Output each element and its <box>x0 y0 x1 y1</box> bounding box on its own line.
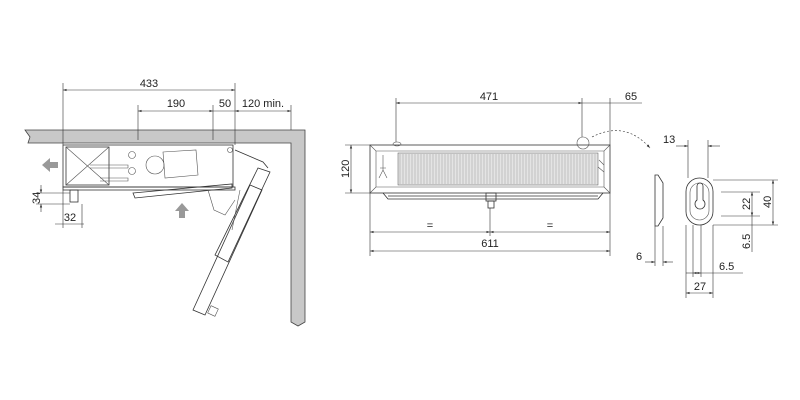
dim-34: 34 <box>31 192 43 204</box>
dim-22: 22 <box>741 198 753 210</box>
hinged-front-panel <box>192 149 271 317</box>
dim-13: 13 <box>663 134 675 146</box>
dim-32: 32 <box>64 212 76 224</box>
airflow-out-arrow <box>42 158 58 172</box>
dim-6-5-vertical: 6.5 <box>741 234 753 249</box>
dim-120-min: 120 min. <box>242 98 284 110</box>
dim-611: 611 <box>481 238 499 250</box>
airflow-in-arrow <box>175 203 189 218</box>
dim-27: 27 <box>694 281 706 293</box>
dim-6-5-horizontal: 6.5 <box>719 261 734 273</box>
fan-motor <box>145 155 165 175</box>
bracket-front <box>685 177 714 226</box>
dim-471: 471 <box>480 91 498 103</box>
heat-exchanger <box>65 146 110 186</box>
dim-50: 50 <box>219 98 231 110</box>
unit-base-rail <box>62 186 236 191</box>
front-view: 471 65 120 = = 611 <box>340 91 651 256</box>
dim-equal-right: = <box>547 220 553 232</box>
bracket-side-profile <box>654 174 664 227</box>
dim-equal-left: = <box>427 220 433 232</box>
grille <box>397 152 599 186</box>
dim-65: 65 <box>625 91 637 103</box>
bracket-detail: 6 13 40 22 6.5 6.5 27 <box>636 134 778 298</box>
drain-connector <box>485 192 497 202</box>
side-view: 433 190 50 120 min. 34 32 <box>24 78 306 327</box>
dim-40: 40 <box>762 196 774 208</box>
pipe-connector <box>69 189 79 203</box>
dim-6: 6 <box>636 251 642 263</box>
unit-body <box>62 144 234 188</box>
bracket-detail-callout <box>576 136 590 150</box>
wall-ceiling <box>24 129 306 327</box>
dim-190: 190 <box>167 98 185 110</box>
keyhole-slot <box>694 182 706 210</box>
dim-120: 120 <box>340 160 352 178</box>
outlet-louver <box>132 183 233 199</box>
dim-433: 433 <box>140 78 158 90</box>
